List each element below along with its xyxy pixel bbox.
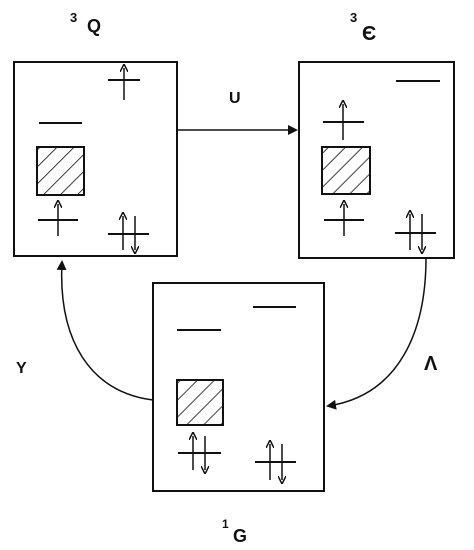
hatched-block [321, 146, 371, 195]
hatched-block [36, 146, 85, 196]
transition-bottom-to-left: Y [16, 260, 154, 401]
state-left-label: Q [87, 16, 101, 36]
state-right-frame [298, 61, 455, 259]
transition-right-to-bottom: Λ [326, 257, 438, 410]
hatched-block [176, 379, 224, 426]
state-box-right: 3 Є [298, 10, 455, 259]
state-box-left: 3 Q [13, 10, 178, 257]
state-bottom-frame [152, 282, 325, 492]
transition-left-to-right-label: U [229, 90, 241, 107]
transition-right-to-bottom-label: Λ [424, 353, 438, 375]
state-left-frame [13, 61, 178, 257]
transition-left-to-right: U [177, 90, 298, 135]
state-box-bottom: 1 G [152, 282, 325, 546]
state-bottom-label: G [233, 526, 247, 546]
curved-arrow-down [326, 257, 427, 410]
state-right-label: Є [362, 23, 376, 45]
state-bottom-superscript: 1 [222, 517, 229, 531]
state-right-superscript: 3 [350, 10, 357, 25]
transition-bottom-to-left-label: Y [16, 360, 27, 377]
curved-arrow-up [56, 260, 154, 401]
state-left-superscript: 3 [70, 10, 77, 25]
